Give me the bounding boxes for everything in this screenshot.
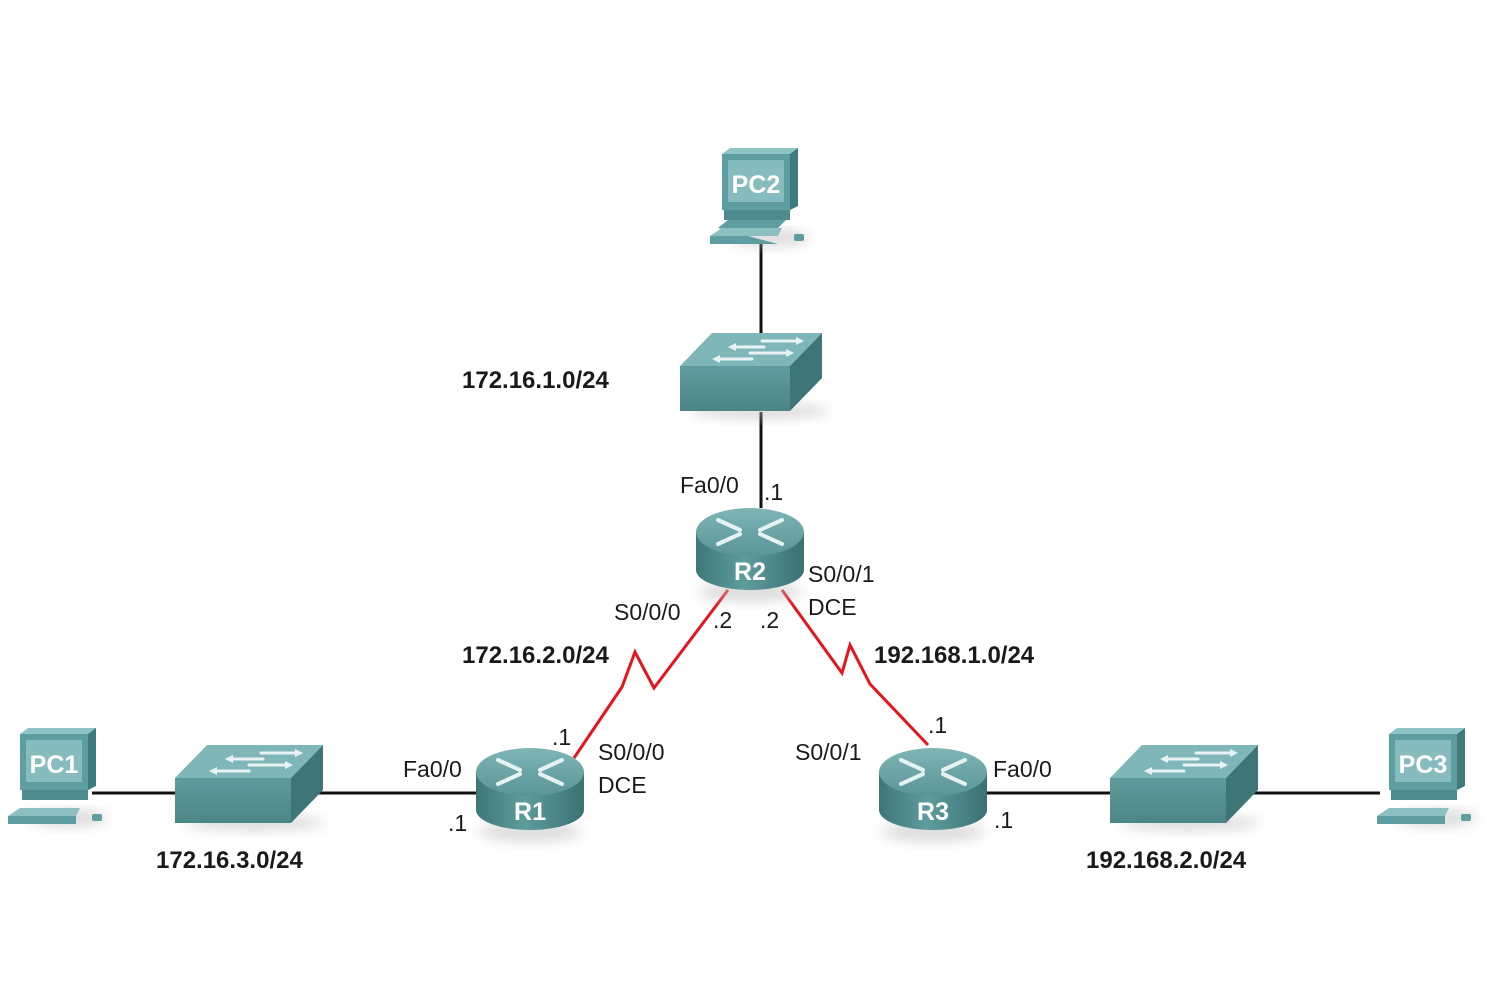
pc2-label: PC2 [732, 171, 781, 199]
router-r3[interactable]: R3 [879, 748, 987, 842]
pc1-label: PC1 [30, 751, 79, 779]
router-r1-label: R1 [514, 798, 546, 826]
r3-s001-interface: S0/0/1 [795, 739, 862, 765]
switch-sw2[interactable] [680, 333, 830, 419]
serial-link-r1-r2 [572, 589, 730, 759]
r2-fa-interface: Fa0/0 [680, 472, 739, 498]
r1-s000-role: DCE [598, 772, 647, 798]
r1-s000-interface: S0/0/0 [598, 739, 665, 765]
switch-arrows-icon [209, 749, 303, 775]
r3-fa-host: .1 [994, 807, 1013, 833]
r2-s001-role: DCE [808, 594, 857, 620]
r1-s000-host: .1 [552, 724, 571, 750]
router-r1[interactable]: R1 [476, 748, 584, 842]
pc2-device[interactable]: PC2 [710, 148, 810, 247]
links [92, 243, 1380, 795]
serial-link-r2-r3 [780, 589, 930, 747]
router-arrows-icon [899, 758, 967, 786]
pc3-device[interactable]: PC3 [1377, 728, 1477, 827]
r1-fa-interface: Fa0/0 [403, 756, 462, 782]
r2-fa-host: .1 [764, 479, 783, 505]
network-label-172-16-1: 172.16.1.0/24 [462, 367, 609, 394]
network-label-172-16-2: 172.16.2.0/24 [462, 642, 609, 669]
r3-fa-interface: Fa0/0 [993, 756, 1052, 782]
router-r2[interactable]: R2 [696, 508, 804, 602]
switch-arrows-icon [712, 337, 804, 363]
r1-fa-host: .1 [448, 810, 467, 836]
router-r3-label: R3 [917, 798, 949, 826]
network-label-172-16-3: 172.16.3.0/24 [156, 847, 303, 874]
r2-s001-host: .2 [760, 607, 779, 633]
r3-s001-host: .1 [928, 712, 947, 738]
switch-sw1[interactable] [175, 745, 325, 831]
r2-s001-interface: S0/0/1 [808, 561, 875, 587]
network-label-192-168-2: 192.168.2.0/24 [1086, 847, 1247, 874]
router-arrows-icon [716, 518, 784, 546]
r2-s000-host: .2 [713, 607, 732, 633]
switch-sw3[interactable] [1110, 745, 1260, 831]
router-r2-label: R2 [734, 558, 766, 586]
pc1-device[interactable]: PC1 [8, 728, 108, 827]
pc3-label: PC3 [1399, 751, 1448, 779]
network-label-192-168-1: 192.168.1.0/24 [874, 642, 1035, 669]
switch-arrows-icon [1144, 749, 1238, 775]
router-arrows-icon [496, 758, 564, 786]
r2-s000-interface: S0/0/0 [614, 599, 681, 625]
